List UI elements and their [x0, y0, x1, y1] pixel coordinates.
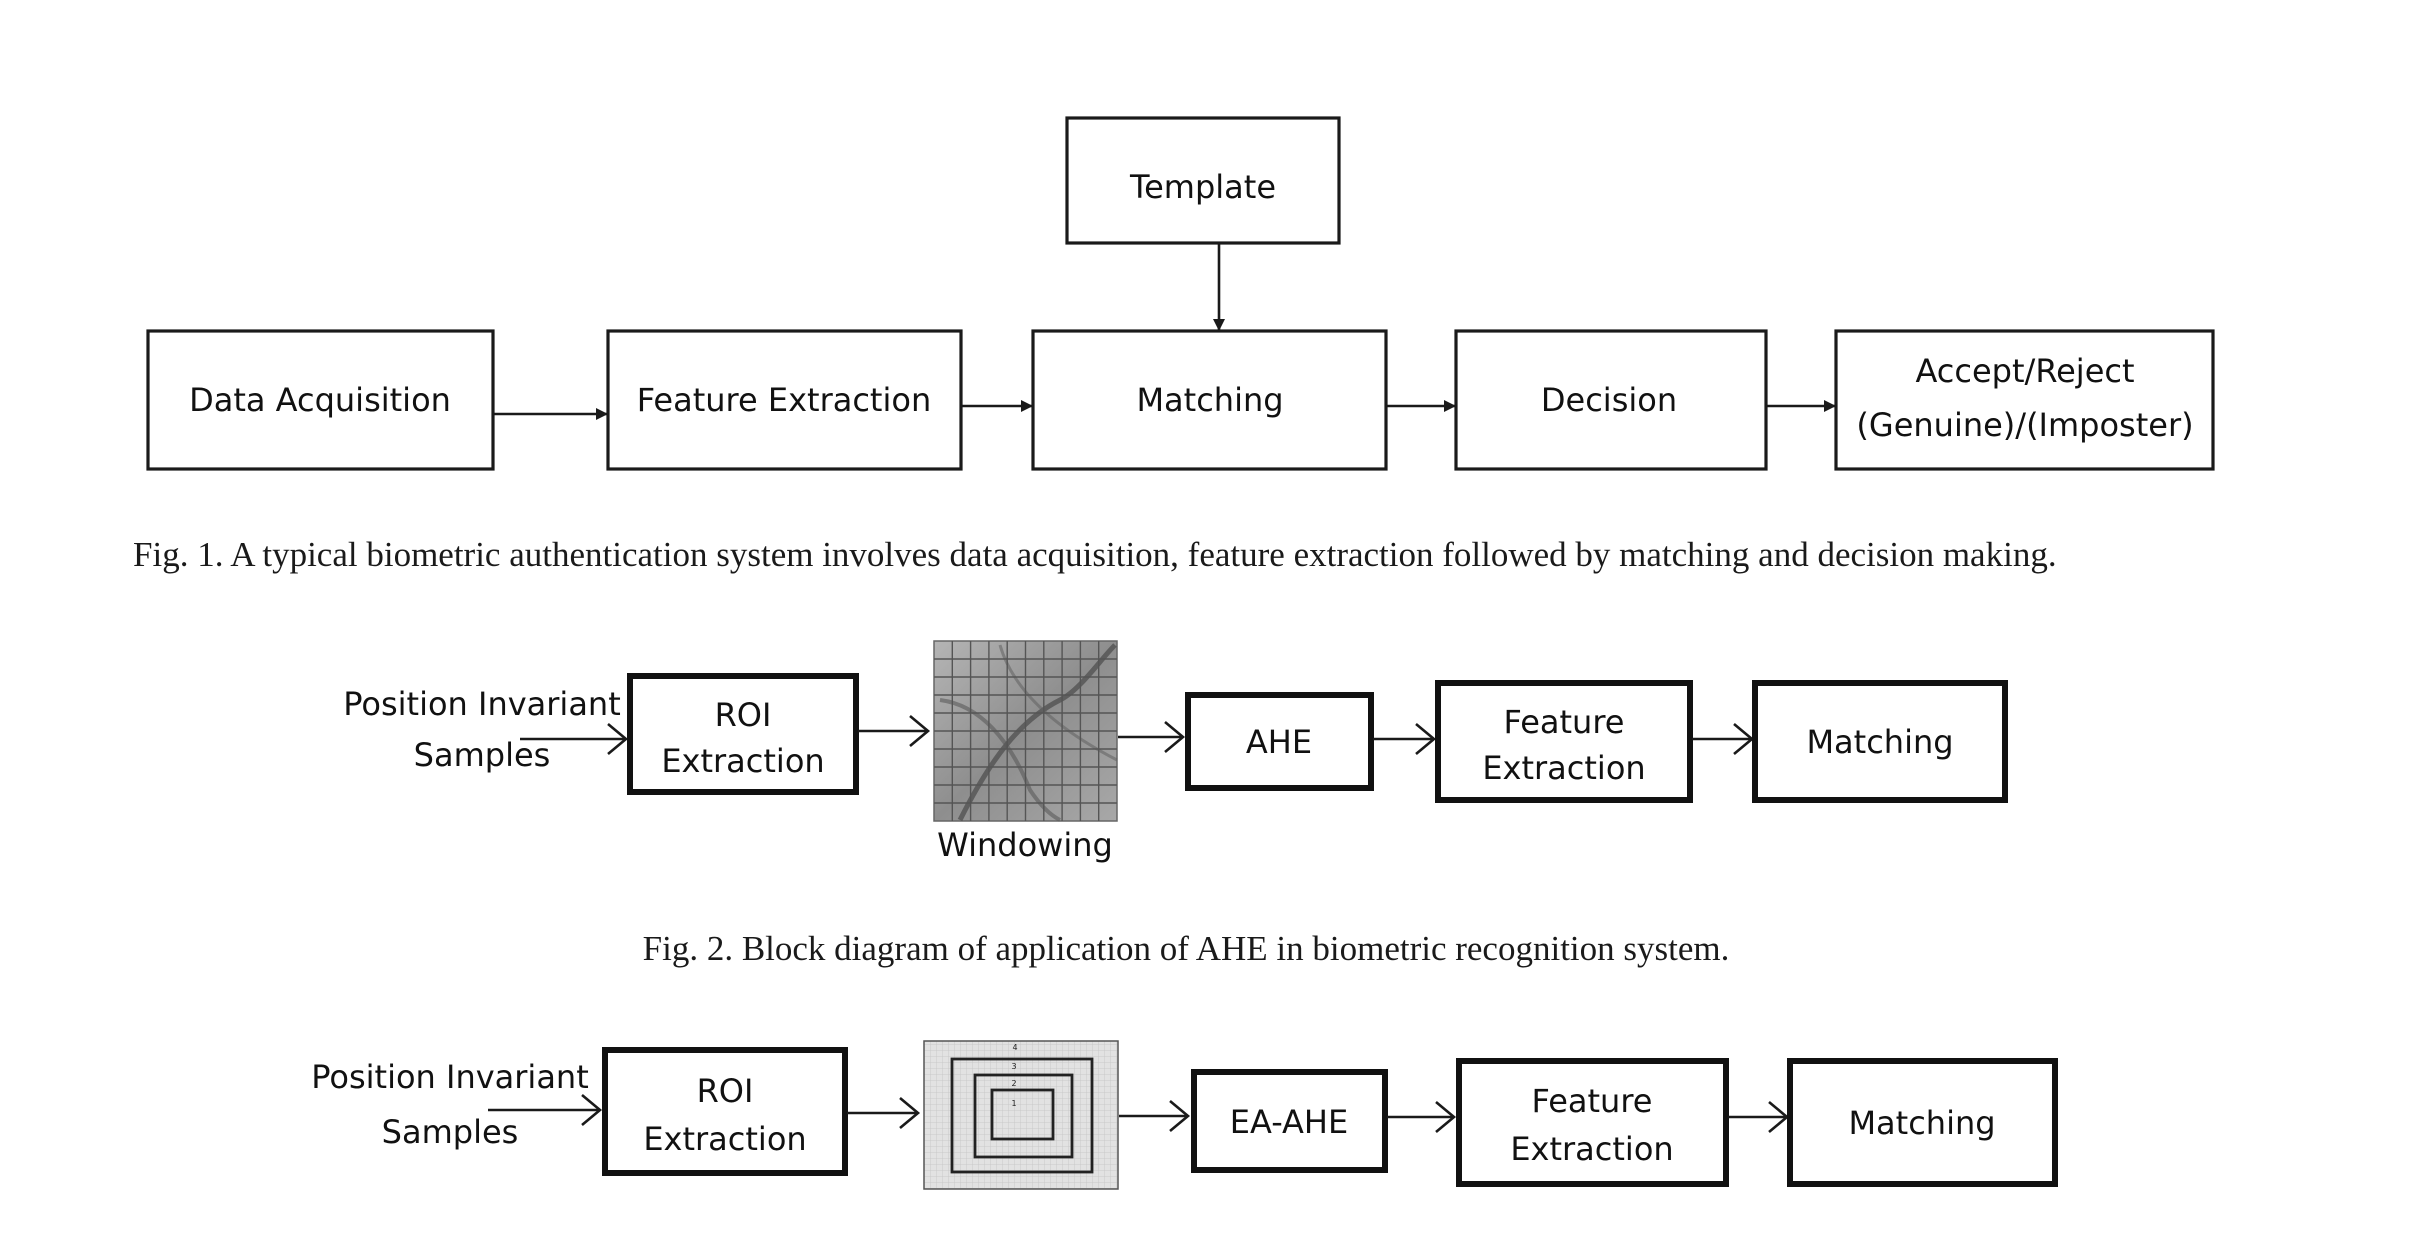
fig2-matching-box: Matching	[1752, 680, 2008, 803]
fig2-arrow-roi-head	[909, 715, 931, 747]
fig3-window-label-1: 1	[1011, 1099, 1016, 1108]
fig3-eaahe-label: EA-AHE	[1230, 1103, 1348, 1141]
fig2-roi-box: ROI Extraction	[627, 673, 859, 795]
fig3-input-label-line1: Position Invariant	[311, 1058, 589, 1096]
fig2-arrow-input-head	[607, 723, 629, 755]
fig2-diagram: Position Invariant Samples ROI Extractio…	[343, 640, 2008, 864]
fig2-caption: Fig. 2. Block diagram of application of …	[643, 929, 1730, 968]
fig2-feature-label-line2: Extraction	[1482, 749, 1645, 787]
fig3-eaahe-box: EA-AHE	[1191, 1069, 1388, 1173]
fig1-data-acquisition-label: Data Acquisition	[189, 381, 451, 419]
fig2-matching-label: Matching	[1806, 723, 1953, 761]
fig1-decision-label: Decision	[1541, 381, 1677, 419]
fig3-feature-label-line1: Feature	[1532, 1082, 1653, 1120]
fig1-data-acquisition-box: Data Acquisition	[146, 329, 495, 471]
fig2-roi-label-line1: ROI	[715, 696, 772, 734]
fig2-input-label-line1: Position Invariant	[343, 685, 621, 723]
fig3-matching-box: Matching	[1787, 1058, 2058, 1187]
fig1-feature-extraction-box: Feature Extraction	[606, 329, 963, 471]
fig3-nested-window-image: 4 3 2 1	[923, 1040, 1119, 1190]
fig3-arrow-eaahe-head	[1435, 1101, 1457, 1133]
fig2-arrow-window-head	[1164, 721, 1186, 753]
fig1-matching-box: Matching	[1031, 329, 1388, 471]
fig1-accept-reject-box: Accept/Reject (Genuine)/(Imposter)	[1834, 329, 2215, 471]
fig3-window-label-4: 4	[1012, 1043, 1017, 1052]
fig3-arrow-window-head	[1169, 1100, 1191, 1132]
fig1-matching-label: Matching	[1136, 381, 1283, 419]
fig1-template-label: Template	[1129, 168, 1276, 206]
fig2-windowing-label: Windowing	[937, 826, 1113, 864]
fig2-ahe-label: AHE	[1246, 723, 1312, 761]
fig1-accept-label-line1: Accept/Reject	[1915, 352, 2134, 390]
fig3-arrow-input-head	[581, 1094, 603, 1126]
fig1-caption: Fig. 1. A typical biometric authenticati…	[133, 535, 2057, 574]
fig3-roi-box: ROI Extraction	[602, 1047, 848, 1176]
fig2-feature-label-line1: Feature	[1504, 703, 1625, 741]
fig3-feature-label-line2: Extraction	[1510, 1130, 1673, 1168]
fig2-input-label-line2: Samples	[414, 736, 551, 774]
fig3-roi-label-line2: Extraction	[643, 1120, 806, 1158]
fig2-windowing-image	[933, 640, 1118, 822]
fig1-accept-label-line2: (Genuine)/(Imposter)	[1856, 406, 2193, 444]
fig3-matching-label: Matching	[1848, 1104, 1995, 1142]
fig3-roi-label-line1: ROI	[697, 1072, 754, 1110]
fig2-arrow-ahe-head	[1415, 723, 1437, 755]
fig2-ahe-box: AHE	[1185, 692, 1374, 791]
fig3-window-label-3: 3	[1011, 1062, 1016, 1071]
fig1-diagram: Template Data Acquisition Feature Extrac…	[146, 116, 2215, 471]
fig3-input-label-line2: Samples	[382, 1113, 519, 1151]
fig3-feature-box: Feature Extraction	[1456, 1058, 1729, 1187]
fig3-arrow-roi-head	[899, 1097, 921, 1129]
fig3-diagram: Position Invariant Samples ROI Extractio…	[311, 1040, 2058, 1190]
fig2-feature-box: Feature Extraction	[1435, 680, 1693, 803]
fig1-feature-extraction-label: Feature Extraction	[637, 381, 931, 419]
fig2-roi-label-line2: Extraction	[661, 742, 824, 780]
fig3-window-label-2: 2	[1011, 1079, 1016, 1088]
fig1-decision-box: Decision	[1454, 329, 1768, 471]
fig1-template-box: Template	[1065, 116, 1341, 245]
